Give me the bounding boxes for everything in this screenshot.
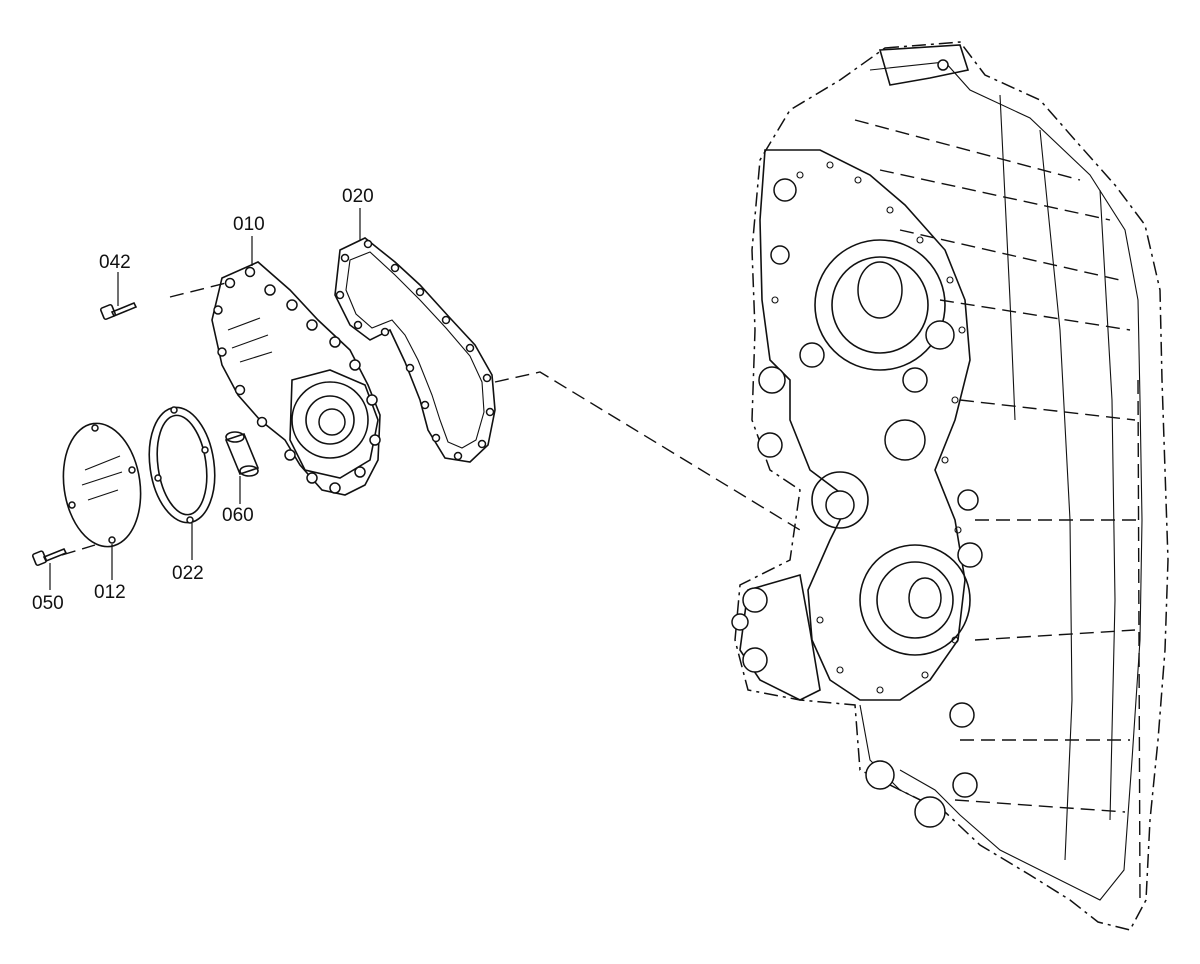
callout-022: 022 xyxy=(172,563,204,584)
callout-042: 042 xyxy=(99,252,131,273)
transmission-housing xyxy=(731,41,1169,931)
assembly-axis-lines xyxy=(61,281,801,556)
callout-012: 012 xyxy=(94,582,126,603)
screw-upper-part xyxy=(99,301,138,321)
callout-010: 010 xyxy=(233,214,265,235)
leader-lines xyxy=(49,208,361,590)
screw-lower-part xyxy=(31,547,68,567)
gasket-part xyxy=(334,237,496,463)
ring-gasket-part xyxy=(148,406,216,524)
cover-plate-part xyxy=(62,422,142,548)
bushing-part xyxy=(224,431,260,477)
callout-labels: 010 020 042 060 022 012 050 xyxy=(32,186,374,614)
callout-050: 050 xyxy=(32,593,64,614)
callout-020: 020 xyxy=(342,186,374,207)
housing-cover-part xyxy=(211,261,381,496)
callout-060: 060 xyxy=(222,505,254,526)
